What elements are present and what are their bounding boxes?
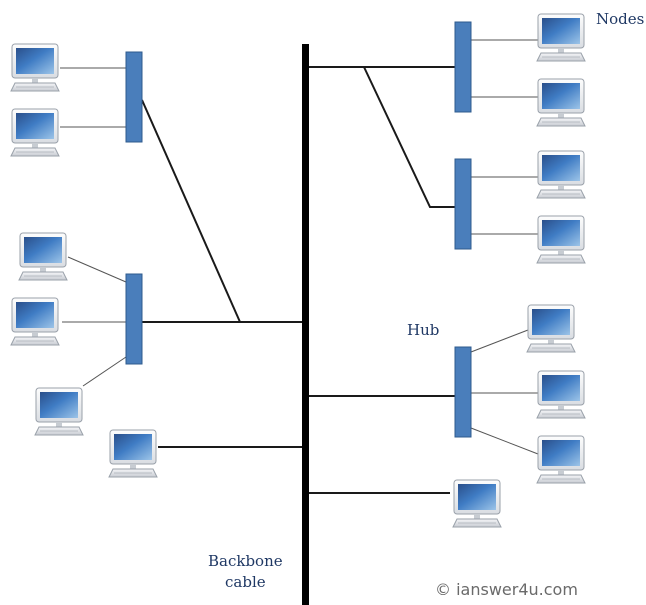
cables [141,66,455,494]
cable-top-left-hub [141,99,241,323]
desktop-computer-icon [10,108,60,157]
hubs [125,21,472,438]
backbone-label-line1: Backbone [208,552,283,570]
desktop-computer-icon [536,13,586,62]
desktop-computer-icon [10,297,60,346]
desktop-computer-icon [536,215,586,264]
desktop-computer-icon [526,304,576,353]
desktop-computer-icon [536,435,586,484]
hub-icon [125,273,143,365]
desktop-computer-icon [18,232,68,281]
hub-icon [454,158,472,250]
desktop-computer-icon [536,370,586,419]
hub-icon [125,51,143,143]
desktop-computer-icon [536,150,586,199]
backbone-label-line2: cable [225,573,266,591]
hub-label: Hub [407,321,440,339]
nodes [10,13,586,528]
hub-icon [454,346,472,438]
hub-icon [454,21,472,113]
cable-top-right-branch [363,66,455,208]
spokes [60,39,539,455]
backbone-label: Backbone cable [208,551,283,593]
desktop-computer-icon [536,78,586,127]
desktop-computer-icon [34,387,84,436]
desktop-computer-icon [10,43,60,92]
nodes-label: Nodes [596,10,645,28]
backbone-cable [302,44,309,605]
desktop-computer-icon [452,479,502,528]
desktop-computer-icon [108,429,158,478]
watermark: © ianswer4u.com [435,580,578,599]
